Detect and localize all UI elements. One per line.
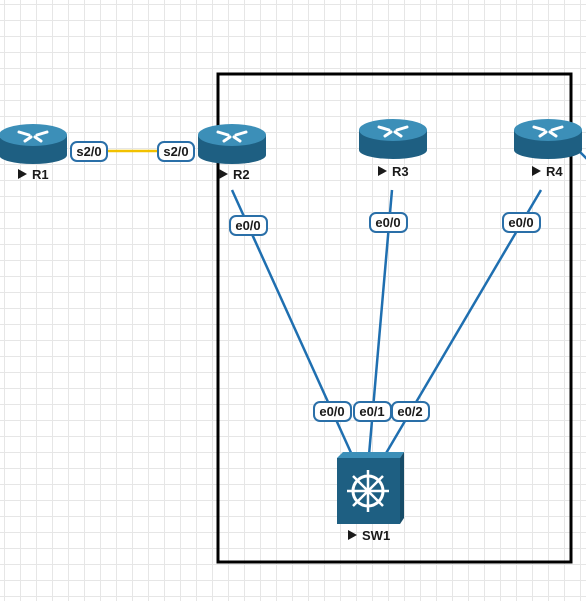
- port-label: s2/0: [163, 144, 188, 159]
- switch-sw1[interactable]: [337, 452, 404, 524]
- port-badge-sw1-e0-2[interactable]: e0/2: [391, 401, 430, 422]
- port-label: s2/0: [76, 144, 101, 159]
- r3-label: R3: [392, 164, 409, 179]
- r2-label: R2: [233, 167, 250, 182]
- node-label-sw1: SW1: [348, 528, 390, 543]
- node-label-r1: R1: [18, 167, 49, 182]
- port-badge-r1-s2-0[interactable]: s2/0: [70, 141, 108, 162]
- port-label: e0/0: [375, 215, 400, 230]
- router-r1[interactable]: [0, 124, 67, 164]
- port-badge-r2-e0-0[interactable]: e0/0: [229, 215, 268, 236]
- r4-label: R4: [546, 164, 563, 179]
- port-label: e0/0: [508, 215, 533, 230]
- port-label: e0/1: [359, 404, 384, 419]
- port-badge-sw1-e0-1[interactable]: e0/1: [353, 401, 392, 422]
- area-frame[interactable]: [216, 72, 573, 564]
- play-icon: [219, 169, 228, 179]
- router-r3[interactable]: [359, 119, 427, 159]
- r1-label: R1: [32, 167, 49, 182]
- sw1-label: SW1: [362, 528, 390, 543]
- play-icon: [532, 166, 541, 176]
- port-label: e0/0: [235, 218, 260, 233]
- play-icon: [348, 530, 357, 540]
- router-r4[interactable]: [514, 119, 582, 159]
- port-label: e0/2: [397, 404, 422, 419]
- router-icon: [359, 119, 427, 159]
- node-label-r3: R3: [378, 164, 409, 179]
- node-label-r4: R4: [532, 164, 563, 179]
- node-label-r2: R2: [219, 167, 250, 182]
- port-label: e0/0: [319, 404, 344, 419]
- router-icon: [514, 119, 582, 159]
- play-icon: [18, 169, 27, 179]
- router-r2[interactable]: [198, 124, 266, 164]
- router-icon: [0, 124, 67, 164]
- switch-icon: [337, 452, 404, 524]
- port-badge-r4-e0-0[interactable]: e0/0: [502, 212, 541, 233]
- router-icon: [198, 124, 266, 164]
- play-icon: [378, 166, 387, 176]
- port-badge-r3-e0-0[interactable]: e0/0: [369, 212, 408, 233]
- port-badge-r2-s2-0[interactable]: s2/0: [157, 141, 195, 162]
- port-badge-sw1-e0-0[interactable]: e0/0: [313, 401, 352, 422]
